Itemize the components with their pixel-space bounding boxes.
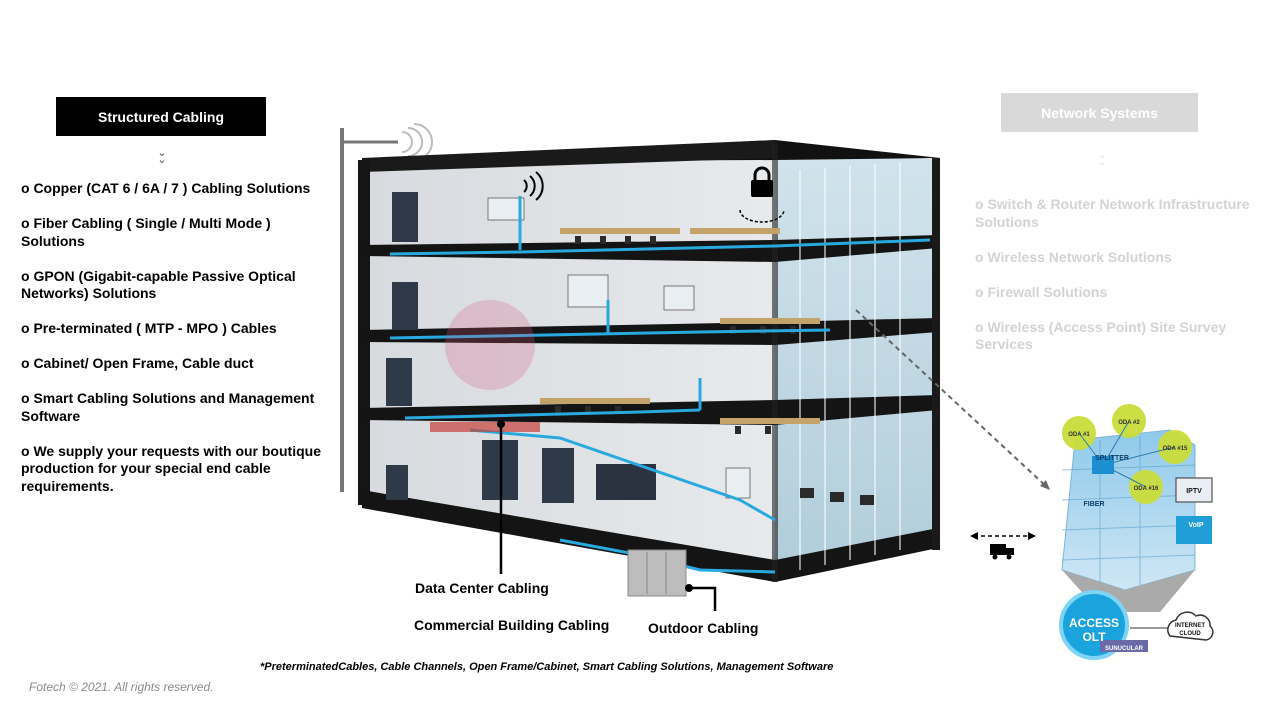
list-item: o Firewall Solutions [975, 283, 1108, 300]
list-item: o Cabinet/ Open Frame, Cable duct [21, 355, 254, 371]
list-item: o GPON (Gigabit-capable Passive Optical … [21, 267, 296, 302]
voip-label: VoIP [1188, 522, 1203, 529]
list-item: o Wireless Network Solutions [975, 248, 1172, 265]
oda-label: ODA #2 [1118, 420, 1140, 426]
chevron-down-icon: ⌄⌄ [1097, 149, 1107, 168]
oda-label: ODA #15 [1163, 446, 1188, 452]
list-item: o Copper (CAT 6 / 6A / 7 ) Cabling Solut… [21, 180, 311, 196]
oda-label: ODA #1 [1068, 432, 1090, 438]
copyright: Fotech © 2021. All rights reserved. [29, 680, 214, 694]
footnote: *PreterminatedCables, Cable Channels, Op… [260, 661, 834, 673]
building [358, 140, 940, 582]
network-systems-list: o Switch & Router Network Infrastructure… [975, 196, 1275, 371]
structured-cabling-title: Structured Cabling [97, 108, 224, 125]
data-center-label: Data Center Cabling [415, 580, 549, 596]
lock-icon [739, 166, 785, 223]
outdoor-cabling-label: Outdoor Cabling [648, 620, 759, 636]
cloud-label: CLOUD [1179, 631, 1201, 637]
data-center-leader [497, 420, 505, 574]
commercial-building-label: Commercial Building Cabling [414, 617, 610, 633]
structured-cabling-tab[interactable]: Structured Cabling [56, 97, 266, 136]
gpon-diagram [1059, 404, 1214, 660]
list-item: o Fiber Cabling ( Single / Multi Mode ) … [21, 215, 271, 249]
outdoor-cabinet [627, 549, 687, 597]
network-systems-tab[interactable]: Network Systems [1001, 93, 1198, 132]
access-label: ACCESS [1069, 616, 1119, 630]
brand-label: SUNUCULAR [1105, 646, 1144, 652]
chevron-down-icon: ⌄⌄ [157, 147, 167, 166]
wifi-icon [523, 171, 544, 201]
list-item: o Pre-terminated ( MTP - MPO ) Cables [21, 320, 277, 336]
list-item: o Wireless (Access Point) Site Survey Se… [975, 318, 1227, 353]
iptv-label: IPTV [1186, 488, 1202, 495]
list-item: o We supply your requests with our bouti… [21, 442, 321, 494]
internet-label: INTERNET [1175, 623, 1205, 629]
oda-label: ODA #16 [1134, 486, 1159, 492]
splitter-label: SPLITTER [1095, 455, 1129, 462]
antenna-icon [340, 123, 433, 492]
list-item: o Switch & Router Network Infrastructure… [975, 196, 1250, 230]
delivery-truck-icon [970, 532, 1036, 560]
outdoor-leader [685, 584, 717, 611]
link-arrow [855, 309, 1049, 489]
fiber-label: FIBER [1084, 501, 1105, 508]
structured-cabling-list: o Copper (CAT 6 / 6A / 7 ) Cabling Solut… [21, 180, 321, 513]
cloud-icon [1167, 611, 1214, 641]
list-item: o Smart Cabling Solutions and Management… [21, 390, 315, 424]
network-systems-title: Network Systems [1041, 104, 1158, 121]
olt-label: OLT [1082, 630, 1106, 644]
